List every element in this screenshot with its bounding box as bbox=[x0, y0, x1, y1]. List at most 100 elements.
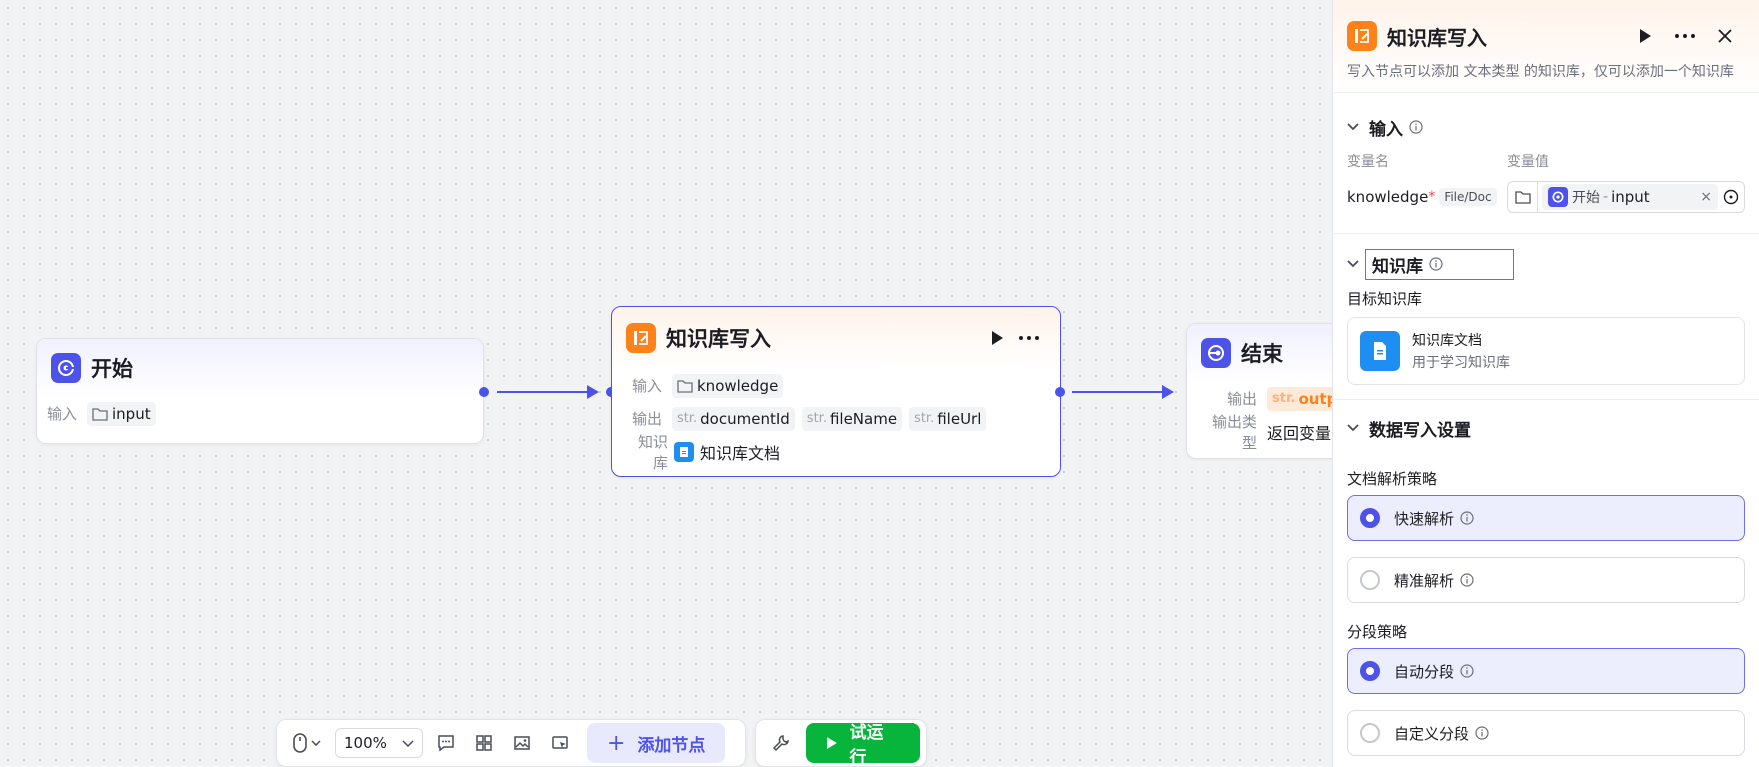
type-prefix: str. bbox=[1272, 391, 1296, 406]
kb-value: 知识库文档 bbox=[700, 443, 781, 463]
wrench-icon bbox=[772, 735, 789, 752]
chevron-down-icon bbox=[402, 739, 414, 747]
end-output-tag: str.outp bbox=[1267, 386, 1343, 411]
panel-run-button[interactable] bbox=[1625, 20, 1665, 52]
mouse-mode-button[interactable] bbox=[283, 726, 331, 760]
info-icon[interactable] bbox=[1460, 664, 1474, 678]
variable-picker-icon[interactable] bbox=[1718, 189, 1744, 205]
info-icon[interactable] bbox=[1429, 257, 1443, 271]
type-prefix: str. bbox=[677, 411, 698, 426]
info-icon[interactable] bbox=[1460, 573, 1474, 587]
folder-icon bbox=[677, 379, 693, 393]
comment-icon bbox=[438, 735, 454, 752]
debug-tools-button[interactable] bbox=[762, 726, 800, 760]
panel-close-button[interactable] bbox=[1705, 20, 1745, 52]
auto-layout-button[interactable] bbox=[465, 726, 503, 760]
kb-write-icon bbox=[1347, 21, 1377, 51]
zoom-select[interactable]: 100% bbox=[335, 728, 423, 758]
kb-card[interactable]: 知识库文档 用于学习知识库 bbox=[1347, 317, 1745, 385]
start-node-icon bbox=[51, 353, 81, 383]
comment-button[interactable] bbox=[427, 726, 465, 760]
info-icon[interactable] bbox=[1409, 120, 1423, 134]
test-run-label: 试运行 bbox=[849, 723, 884, 767]
grid-icon bbox=[476, 735, 492, 751]
kb-write-node[interactable]: 知识库写入 输入 knowledge 输出 str.documentId str… bbox=[611, 306, 1061, 477]
output-name: fileName bbox=[829, 409, 898, 428]
info-icon[interactable] bbox=[1475, 726, 1489, 740]
start-node[interactable]: 开始 输入 input bbox=[36, 338, 484, 444]
more-icon[interactable] bbox=[1012, 336, 1046, 340]
mouse-icon bbox=[293, 733, 307, 753]
parse-option-precise[interactable]: 精准解析 bbox=[1347, 557, 1745, 603]
seg-strategy-label: 分段策略 bbox=[1347, 623, 1408, 641]
chevron-down-icon bbox=[1347, 123, 1359, 131]
seg-option-custom[interactable]: 自定义分段 bbox=[1347, 710, 1745, 756]
kb-output-tag: str.documentId bbox=[672, 406, 795, 431]
type-prefix: str. bbox=[914, 411, 935, 426]
write-settings-title: 数据写入设置 bbox=[1369, 420, 1471, 441]
node-config-panel: 知识库写入 写入节点可以添加 文本类型 的知识库，仅可以添加一个知识库 输入 变… bbox=[1332, 0, 1759, 767]
kb-label: 知识库 bbox=[637, 432, 668, 472]
start-input-value: input bbox=[112, 404, 151, 423]
more-icon bbox=[1675, 34, 1695, 38]
zoom-value: 100% bbox=[344, 734, 387, 752]
option-label: 自定义分段 bbox=[1394, 724, 1470, 743]
minimap-button[interactable] bbox=[503, 726, 541, 760]
chevron-down-icon bbox=[1347, 424, 1359, 432]
kb-section-header[interactable]: 知识库 bbox=[1347, 244, 1745, 284]
play-icon[interactable] bbox=[982, 330, 1012, 346]
option-label: 快速解析 bbox=[1394, 509, 1455, 528]
parse-option-fast[interactable]: 快速解析 bbox=[1347, 495, 1745, 541]
test-run-button[interactable]: 试运行 bbox=[805, 723, 920, 767]
kb-output-port[interactable] bbox=[1055, 387, 1065, 397]
end-node-title: 结束 bbox=[1241, 342, 1283, 366]
panel-description: 写入节点可以添加 文本类型 的知识库，仅可以添加一个知识库 bbox=[1347, 64, 1734, 80]
kb-input-label: 输入 bbox=[631, 377, 662, 395]
workflow-canvas[interactable]: 开始 输入 input 知识库写入 输入 bbox=[0, 0, 1386, 767]
panel-header: 知识库写入 写入节点可以添加 文本类型 的知识库，仅可以添加一个知识库 bbox=[1333, 0, 1759, 93]
document-icon bbox=[1360, 331, 1400, 371]
radio-checked[interactable] bbox=[1360, 661, 1380, 681]
close-icon bbox=[1718, 29, 1732, 43]
folder-icon bbox=[1508, 182, 1538, 212]
input-section-header[interactable]: 输入 bbox=[1347, 107, 1745, 147]
info-icon[interactable] bbox=[1460, 511, 1474, 525]
run-toolbar: 试运行 bbox=[755, 719, 927, 767]
col-var-name: 变量名 bbox=[1347, 154, 1389, 170]
end-output-value: outp bbox=[1298, 389, 1338, 408]
kb-write-node-title: 知识库写入 bbox=[666, 327, 771, 351]
output-name: fileUrl bbox=[937, 409, 982, 428]
var-ref-chip: 开始 - input × bbox=[1542, 184, 1718, 210]
start-output-port[interactable] bbox=[479, 387, 489, 397]
ref-node: 开始 bbox=[1572, 190, 1600, 206]
start-input-tag: input bbox=[87, 401, 156, 426]
end-output-label: 输出 bbox=[1226, 390, 1257, 408]
required-mark: * bbox=[1428, 189, 1436, 205]
focus-button[interactable] bbox=[541, 726, 579, 760]
chevron-down-icon bbox=[1347, 260, 1359, 268]
radio-unchecked[interactable] bbox=[1360, 570, 1380, 590]
col-var-value: 变量值 bbox=[1507, 154, 1549, 170]
edge-start-to-kb[interactable] bbox=[497, 385, 599, 399]
kb-desc: 用于学习知识库 bbox=[1412, 355, 1510, 371]
var-type-badge: File/Doc bbox=[1439, 188, 1497, 206]
kb-output-label: 输出 bbox=[631, 410, 662, 428]
radio-checked[interactable] bbox=[1360, 508, 1380, 528]
edge-kb-to-end[interactable] bbox=[1072, 385, 1174, 399]
seg-option-auto[interactable]: 自动分段 bbox=[1347, 648, 1745, 694]
start-input-label: 输入 bbox=[46, 405, 77, 423]
screen-cursor-icon bbox=[552, 736, 568, 749]
start-node-title: 开始 bbox=[91, 357, 133, 381]
kb-output-tag: str.fileUrl bbox=[909, 406, 987, 431]
panel-more-button[interactable] bbox=[1665, 20, 1705, 52]
kb-input-tag: knowledge bbox=[672, 373, 784, 398]
folder-icon bbox=[92, 407, 108, 421]
plus-icon: + bbox=[607, 730, 626, 756]
write-settings-header[interactable]: 数据写入设置 bbox=[1347, 408, 1745, 448]
kb-input-value: knowledge bbox=[697, 376, 779, 395]
clear-icon[interactable]: × bbox=[1700, 189, 1712, 205]
var-name: knowledge bbox=[1347, 188, 1429, 206]
var-value-input[interactable]: 开始 - input × bbox=[1507, 181, 1745, 213]
add-node-button[interactable]: + 添加节点 bbox=[587, 723, 726, 763]
radio-unchecked[interactable] bbox=[1360, 723, 1380, 743]
